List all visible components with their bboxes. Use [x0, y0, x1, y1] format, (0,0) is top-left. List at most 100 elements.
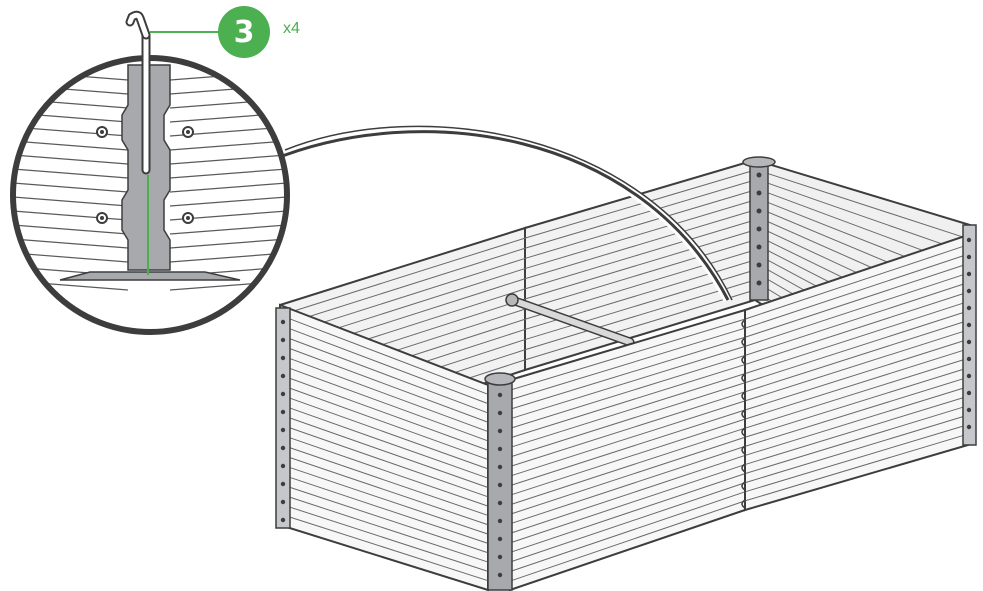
bolt-hole — [497, 392, 503, 398]
bolt-hole — [756, 208, 762, 214]
bolt-hole — [280, 463, 286, 469]
panel-rib — [524, 179, 756, 249]
panel-rib — [289, 367, 489, 442]
bolt-hole — [756, 190, 762, 196]
panel-rib — [524, 209, 756, 280]
panel-rib — [289, 486, 489, 554]
raised-bed-front-left-panel — [275, 303, 489, 591]
panel-rib — [744, 274, 964, 347]
bolt-hole — [497, 446, 503, 452]
bolt-hole — [280, 355, 286, 361]
panel-rib — [744, 245, 964, 320]
panel-rib — [744, 416, 964, 484]
bolt-hole — [280, 427, 286, 433]
panel-rib — [511, 436, 746, 515]
bolt-hole — [966, 339, 972, 345]
panel-rib — [744, 264, 964, 338]
panel-rib — [744, 312, 964, 384]
panel-rib — [524, 289, 756, 361]
panel-rib — [524, 189, 756, 259]
panel-rib — [511, 445, 746, 524]
panel-rib — [744, 283, 964, 356]
panel-rib — [511, 345, 746, 419]
panel-rib — [13, 167, 129, 179]
panel-rib — [524, 169, 756, 239]
bolt-hole — [756, 280, 762, 286]
bolt-hole — [966, 407, 972, 413]
panel-rib — [511, 354, 746, 429]
panel-rib — [744, 387, 964, 456]
bolt-hole — [966, 288, 972, 294]
panel-rib — [13, 181, 129, 193]
panel-rib — [289, 437, 489, 507]
panel-rib — [289, 377, 489, 451]
bolt-hole — [966, 424, 972, 430]
panel-rib — [511, 409, 746, 486]
panel-rib — [279, 247, 526, 327]
bolt-hole — [756, 226, 762, 232]
bolt-hole — [280, 481, 286, 487]
panel-rib — [279, 237, 526, 316]
panel-rib — [289, 516, 489, 582]
panel-rib — [511, 427, 746, 505]
bolt-hole — [966, 356, 972, 362]
panel-rib — [744, 406, 964, 475]
bolt-center — [186, 216, 190, 220]
panel-rib — [13, 195, 129, 207]
panel-rib — [511, 373, 746, 448]
panel-rib — [744, 293, 964, 366]
bolt-hole — [280, 409, 286, 415]
panel-rib — [744, 378, 964, 447]
bolt-hole — [756, 262, 762, 268]
bolt-hole — [497, 464, 503, 470]
bolt-hole — [280, 517, 286, 523]
bolt-hole — [280, 391, 286, 397]
bolt-hole — [966, 322, 972, 328]
bolt-hole — [280, 373, 286, 379]
panel-rib — [744, 340, 964, 411]
panel-rib — [511, 418, 746, 496]
step-number-badge: 3 — [218, 6, 270, 58]
panel-rib — [511, 473, 746, 553]
panel-rib — [524, 279, 756, 351]
panel-rib — [289, 467, 489, 535]
panel-rib — [289, 496, 489, 563]
panel-rib — [744, 425, 964, 493]
panel-rib — [754, 168, 971, 240]
bolt-hole — [280, 337, 286, 343]
panel-rib — [511, 464, 746, 543]
panel-rib — [511, 400, 746, 476]
raised-bed-front-right-panel — [509, 224, 977, 591]
panel-rib — [511, 482, 746, 562]
panel-rib — [169, 181, 287, 193]
support-bar — [505, 293, 635, 347]
panel-rib — [289, 318, 489, 395]
bolt-hole — [497, 554, 503, 560]
panel-rib — [511, 382, 746, 457]
bent-rod-pin — [125, 10, 151, 275]
panel-rib — [289, 407, 489, 479]
panel-rib — [289, 328, 489, 405]
panel-rib — [289, 338, 489, 414]
panel-rib — [744, 349, 964, 420]
bolt-hole — [497, 518, 503, 524]
panel-rib — [13, 223, 129, 235]
front-corner-post — [484, 372, 516, 591]
bolt-hole — [966, 390, 972, 396]
panel-rib — [289, 417, 489, 488]
panel-rib — [524, 219, 756, 290]
panel-rib — [289, 348, 489, 423]
panel-rib — [511, 454, 746, 534]
back-corner-post — [742, 156, 776, 301]
panel-rib — [289, 447, 489, 516]
panel-rib — [169, 223, 287, 235]
bolt-hole — [280, 445, 286, 451]
panel-rib — [289, 476, 489, 544]
bolt-hole — [497, 536, 503, 542]
bolt-hole — [966, 237, 972, 243]
panel-rib — [511, 391, 746, 467]
panel-rib — [511, 500, 746, 581]
panel-rib — [511, 364, 746, 438]
bolt-hole — [966, 373, 972, 379]
bolt-hole — [497, 482, 503, 488]
